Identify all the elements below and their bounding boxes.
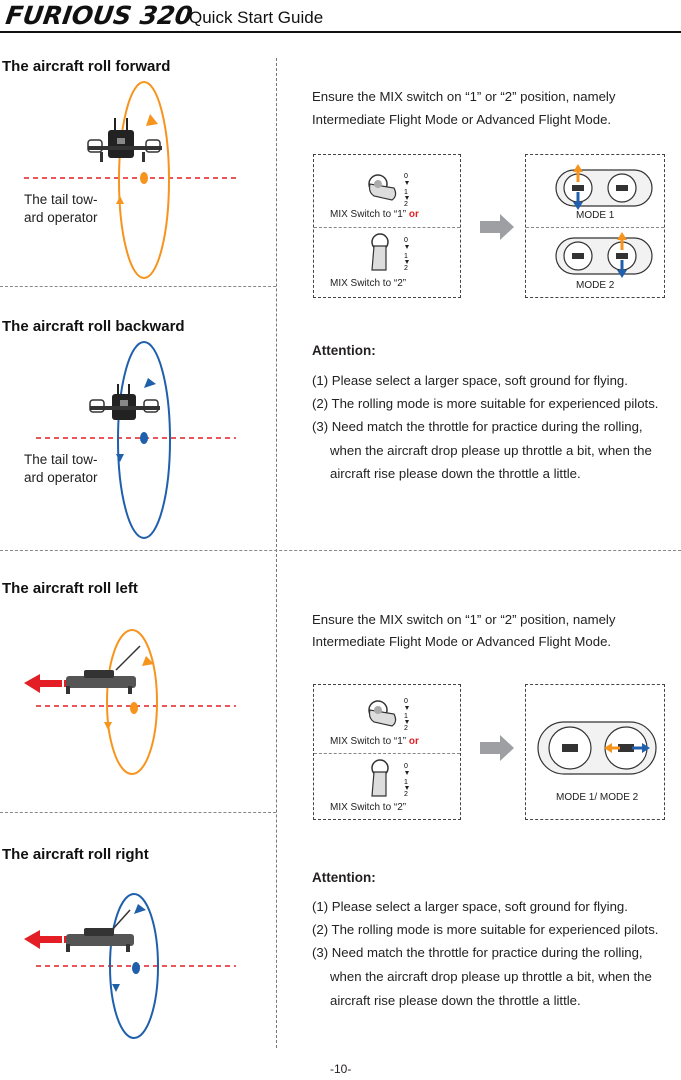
or-label-top: or xyxy=(408,209,419,220)
svg-text:0: 0 xyxy=(404,698,408,705)
page-header: FURIOUS 320 Quick Start Guide xyxy=(0,0,681,34)
switch-pos2-icon-bottom xyxy=(371,759,389,797)
section-title-backward: The aircraft roll backward xyxy=(2,318,185,335)
attention-item-5-top: aircraft rise please down the throttle a… xyxy=(330,466,581,481)
section-title-forward: The aircraft roll forward xyxy=(2,58,171,75)
instruction-line-1-bottom: Ensure the MIX switch on “1” or “2” posi… xyxy=(312,612,616,627)
attention-item-4-top: when the aircraft drop please up throttl… xyxy=(330,443,652,458)
switch-label-1-bottom: MIX Switch to “1” or xyxy=(330,736,419,747)
switch-pos1-icon-bottom xyxy=(368,700,397,727)
mode1-label: MODE 1 xyxy=(576,210,615,221)
caption-backward-1: The tail tow- xyxy=(24,452,98,467)
divider-left-1 xyxy=(0,286,276,287)
switch-box-bottom xyxy=(313,684,461,820)
attention-title-bottom: Attention: xyxy=(312,870,376,885)
caption-forward-1: The tail tow- xyxy=(24,192,98,207)
divider-full xyxy=(0,550,681,551)
caption-forward-2: ard operator xyxy=(24,210,98,225)
instruction-line-2-top: Intermediate Flight Mode or Advanced Fli… xyxy=(312,112,612,127)
attention-item-2-bottom: (2) The rolling mode is more suitable fo… xyxy=(312,922,659,937)
mode2-label: MODE 2 xyxy=(576,280,615,291)
switch-label-1-top: MIX Switch to “1” or xyxy=(330,209,419,220)
drone-front-icon-1 xyxy=(87,118,162,162)
svg-text:1: 1 xyxy=(404,779,408,786)
svg-text:2: 2 xyxy=(404,725,408,732)
attention-item-2-top: (2) The rolling mode is more suitable fo… xyxy=(312,396,659,411)
section-title-left: The aircraft roll left xyxy=(2,580,138,597)
svg-text:1: 1 xyxy=(404,713,408,720)
caption-backward-2: ard operator xyxy=(24,470,98,485)
mode-box-divider xyxy=(526,227,664,228)
page-number: -10- xyxy=(330,1062,352,1076)
or-label-bottom: or xyxy=(408,736,419,747)
attention-item-5-bottom: aircraft rise please down the throttle a… xyxy=(330,993,581,1008)
switch-label-2-bottom: MIX Switch to “2” xyxy=(330,802,407,813)
switch-pos2-icon xyxy=(371,233,389,271)
drone-side-icon-2 xyxy=(66,909,134,952)
attention-item-3-bottom: (3) Need match the throttle for practice… xyxy=(312,945,643,960)
svg-text:0: 0 xyxy=(404,173,408,180)
switch-box-divider xyxy=(314,227,460,228)
svg-text:2: 2 xyxy=(404,201,408,208)
attention-item-1-top: (1) Please select a larger space, soft g… xyxy=(312,373,628,388)
section-title-right: The aircraft roll right xyxy=(2,846,149,863)
svg-text:2: 2 xyxy=(404,265,408,272)
header-rule xyxy=(0,31,681,33)
attention-title-top: Attention: xyxy=(312,343,376,358)
instruction-line-1-top: Ensure the MIX switch on “1” or “2” posi… xyxy=(312,89,616,104)
attention-item-4-bottom: when the aircraft drop please up throttl… xyxy=(330,969,652,984)
svg-text:1: 1 xyxy=(404,189,408,196)
drone-front-icon-2 xyxy=(89,384,160,420)
mode12-label: MODE 1/ MODE 2 xyxy=(556,792,639,803)
instruction-line-2-bottom: Intermediate Flight Mode or Advanced Fli… xyxy=(312,634,612,649)
column-divider xyxy=(276,58,277,1048)
mode-box-bottom xyxy=(525,684,665,820)
attention-item-3-top: (3) Need match the throttle for practice… xyxy=(312,419,643,434)
switch-label-2-top: MIX Switch to “2” xyxy=(330,278,407,289)
attention-item-1-bottom: (1) Please select a larger space, soft g… xyxy=(312,899,628,914)
switch-box-top xyxy=(313,154,461,298)
switch-box-divider-bottom xyxy=(314,753,460,754)
header-subtitle: Quick Start Guide xyxy=(189,8,324,27)
mode-box-top xyxy=(525,154,665,298)
drone-side-icon-1 xyxy=(66,645,141,694)
svg-text:1: 1 xyxy=(404,253,408,260)
switch-pos1-icon xyxy=(368,174,397,201)
svg-text:0: 0 xyxy=(404,237,408,244)
svg-text:0: 0 xyxy=(404,763,408,770)
divider-left-2 xyxy=(0,812,276,813)
svg-text:2: 2 xyxy=(404,791,408,798)
